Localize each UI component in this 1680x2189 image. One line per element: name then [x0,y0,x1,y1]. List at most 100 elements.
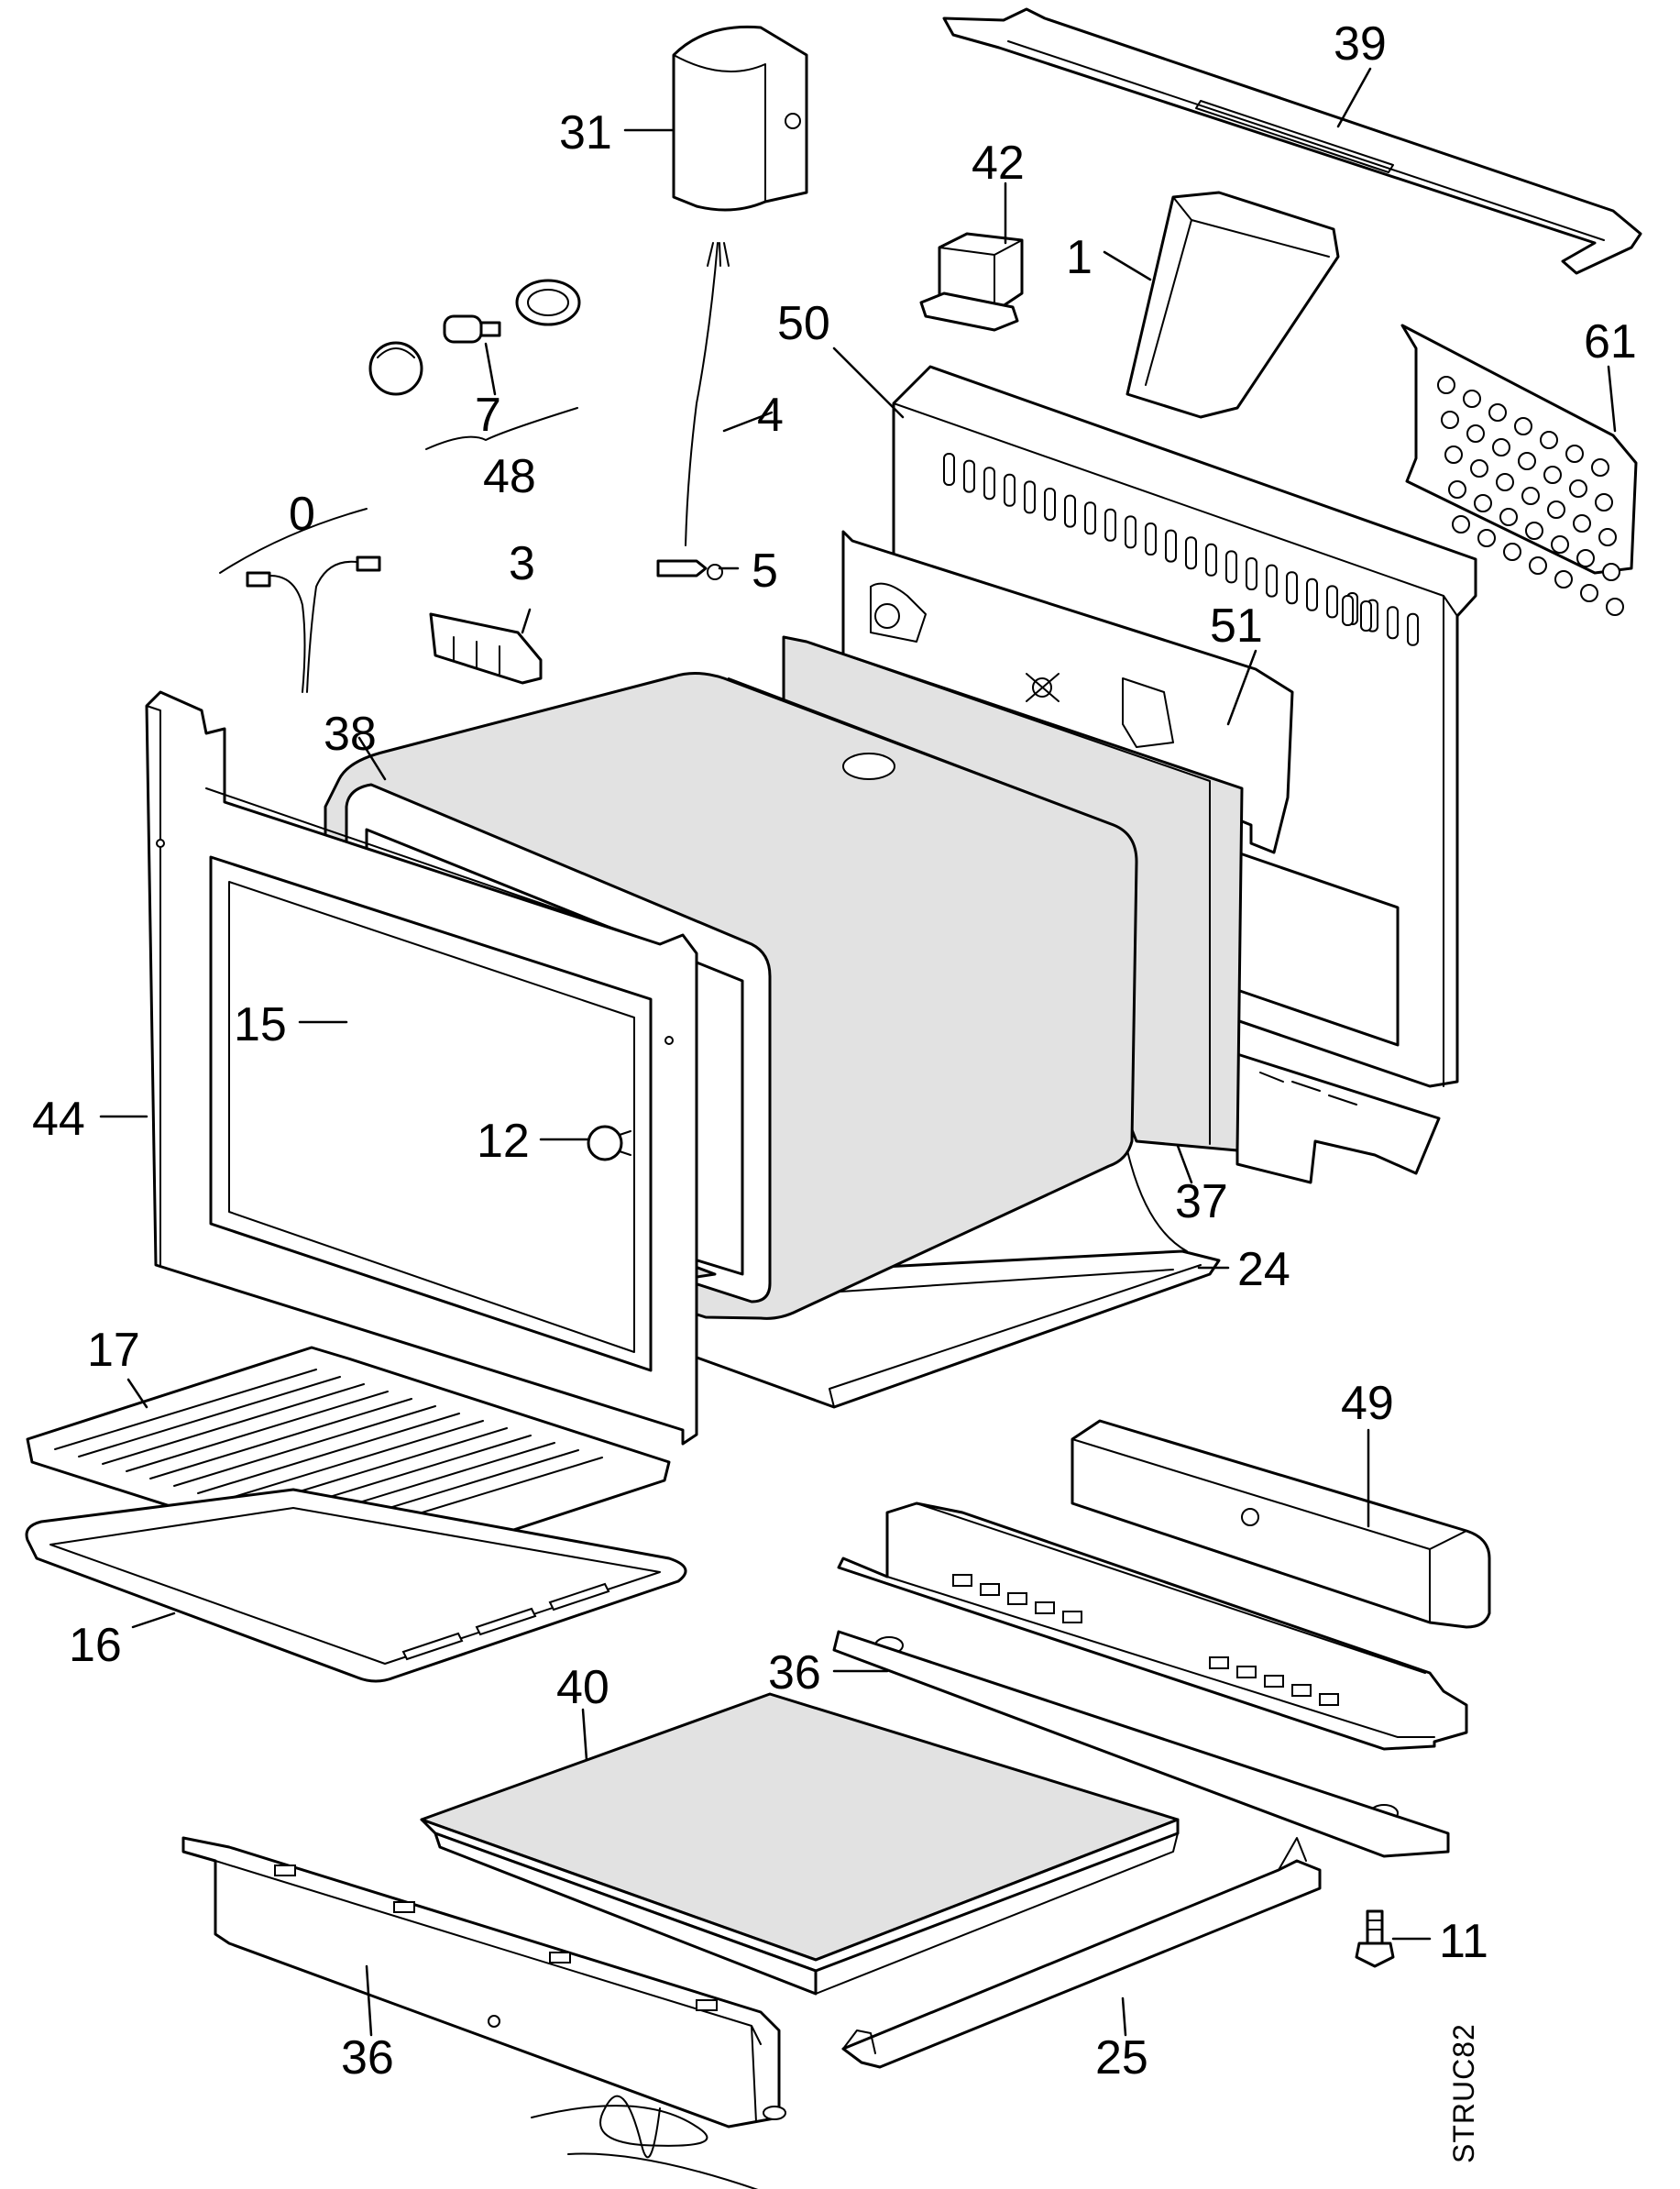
vent-slot [1104,508,1116,542]
perforation-hole [1503,543,1521,561]
label-36-lower: 36 [341,2031,394,2084]
part-40-floor-panel [420,1692,1180,1996]
part-49-cover-box [1071,1419,1491,1629]
part-labels: 31 39 42 1 50 61 7 48 4 0 3 5 51 38 15 4… [32,17,1637,2163]
vent-slot [1165,529,1177,563]
rail-slot [1319,1693,1339,1706]
rail-slot [1236,1666,1257,1678]
perforation-hole [1521,487,1540,505]
perforation-hole [1576,549,1595,567]
label-40: 40 [556,1661,609,1714]
vent-slot [943,453,955,486]
vent-slot [1306,578,1318,611]
label-7: 7 [475,389,501,442]
shelf-rod [102,1383,365,1465]
part-0-wire-harness [219,508,381,693]
perforation-hole [1606,598,1624,616]
perforation-hole [1540,431,1558,449]
perforation-hole [1580,584,1598,602]
label-25: 25 [1095,2031,1148,2084]
vent-slot [1145,522,1157,556]
perforation-hole [1529,556,1547,575]
perforation-hole [1551,535,1569,554]
label-51: 51 [1210,600,1263,653]
vent-slot [1246,557,1257,590]
perforation-hole [1437,376,1455,394]
label-44: 44 [32,1093,85,1146]
vent-slot [1185,536,1197,570]
rail-slot [274,1864,296,1876]
label-24: 24 [1237,1243,1290,1296]
vent-slot [1064,494,1076,528]
label-15: 15 [234,998,287,1051]
part-12-knob [587,1125,631,1161]
rail-slot [393,1901,415,1913]
perforation-hole [1569,479,1587,498]
rail-slot [696,1999,718,2011]
label-42: 42 [972,137,1025,190]
perforation-hole [1565,445,1584,463]
perforation-hole [1488,403,1507,422]
part-17-wire-shelf [26,1346,671,1574]
label-16: 16 [69,1619,122,1672]
perforation-hole [1525,522,1543,540]
vent-slot [1360,600,1372,632]
vent-slot [983,467,995,500]
part-5-connector [656,559,723,580]
vent-slot [1004,473,1016,507]
vent-slot [1326,585,1338,619]
perforation-hole [1474,494,1492,512]
shelf-rod [173,1405,436,1487]
rail-slot [1291,1684,1312,1697]
part-1-chute [1125,191,1340,419]
label-5: 5 [752,544,778,598]
signature-scribble [531,2095,759,2189]
part-11-screw [1355,1909,1395,1968]
perforation-hole [1573,514,1591,533]
perforation-hole [1598,528,1617,546]
label-37: 37 [1175,1175,1228,1228]
label-39: 39 [1334,17,1387,71]
part-3-terminal-block [429,612,543,685]
label-36-upper: 36 [768,1646,821,1700]
part-rear-lower-plate [1235,851,1441,1184]
perforation-hole [1492,438,1510,456]
label-61: 61 [1584,315,1637,368]
rail-slot [1035,1601,1055,1614]
part-48-lamp-group [368,279,581,450]
vent-slot [1387,606,1399,640]
diagram-code: STRUC82 [1447,2023,1480,2163]
vent-slot [1125,515,1136,549]
label-12: 12 [477,1115,530,1168]
part-31-bracket [672,25,808,212]
label-50: 50 [777,297,830,350]
part-61-perforated-panel [1400,324,1638,616]
vent-slot [1044,488,1056,521]
perforation-hole [1543,466,1562,484]
label-1: 1 [1066,231,1093,284]
label-0: 0 [289,488,315,541]
vent-slot [1342,595,1354,626]
rail-slot [1062,1611,1082,1623]
shelf-rod [221,1420,484,1502]
perforation-hole [1496,473,1514,491]
perforation-hole [1452,515,1470,534]
rail-slot [1264,1675,1284,1688]
shelf-rod [78,1376,341,1458]
vent-slot [963,459,975,493]
vent-slot [1286,571,1298,605]
vent-slot [1266,564,1278,598]
label-49: 49 [1341,1377,1394,1430]
rail-slot [980,1583,1000,1596]
perforation-hole [1591,458,1609,477]
label-17: 17 [87,1324,140,1377]
perforation-hole [1602,563,1620,581]
part-25-lower-rail [841,1837,1322,2069]
vent-slot [1407,612,1419,646]
shelf-rod [197,1413,460,1494]
part-36-side-rail-upper [832,1502,1468,1858]
part-36-side-rail-lower [181,1836,786,2128]
label-48: 48 [483,450,536,503]
